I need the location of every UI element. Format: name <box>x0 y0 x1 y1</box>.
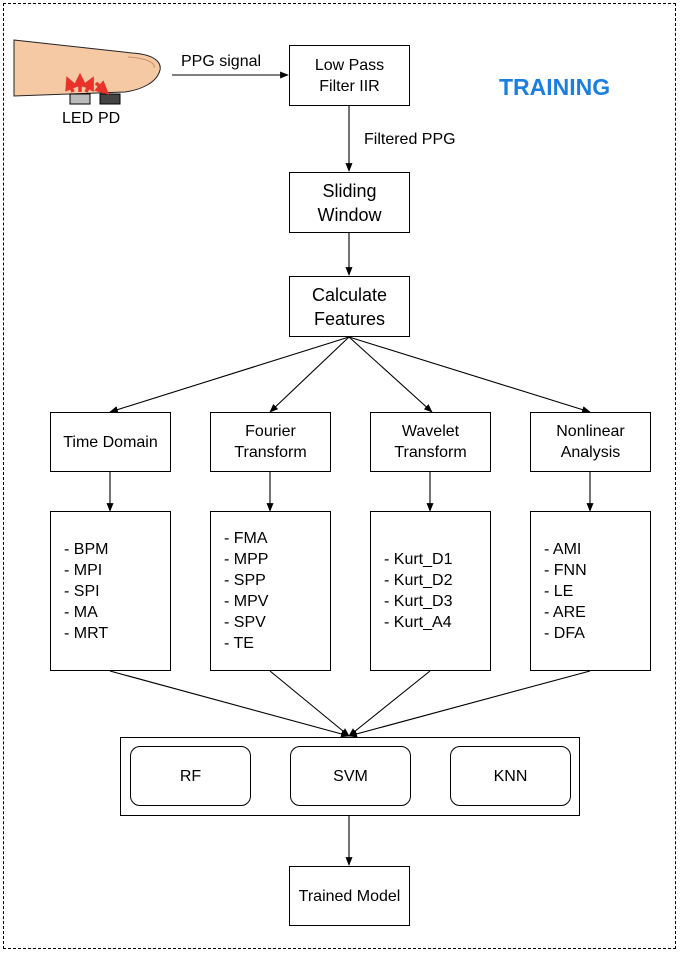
feature-item: - DFA <box>544 624 585 642</box>
fourier-transform-node: Fourier Transform <box>210 412 331 472</box>
knn-model-node: KNN <box>450 746 571 806</box>
feature-item: - MRT <box>64 624 109 642</box>
feature-item: - TE <box>224 635 254 652</box>
feature-item: - MA <box>64 603 98 621</box>
feature-item: - SPI <box>64 582 100 600</box>
arrow-calc-to-fourier <box>269 336 350 413</box>
time-domain-features: - BPM - MPI - SPI - MA - MRT <box>50 511 171 671</box>
feature-item: - SPP <box>224 572 266 589</box>
arrow-wavelet-list-to-models <box>348 670 431 737</box>
feature-item: - ARE <box>544 603 586 621</box>
arrow-fourier-list-to-models <box>269 670 350 737</box>
feature-item: - Kurt_A4 <box>384 614 452 631</box>
ppg-signal-label: PPG signal <box>181 53 262 70</box>
feature-item: - FNN <box>544 561 587 579</box>
feature-item: - Kurt_D1 <box>384 551 453 568</box>
feature-item: - Kurt_D3 <box>384 593 453 610</box>
wavelet-transform-node: Wavelet Transform <box>370 412 491 472</box>
arrow-calc-to-nonlinear <box>348 336 591 414</box>
feature-item: - BPM <box>64 540 109 558</box>
feature-item: - Kurt_D2 <box>384 572 453 589</box>
arrow-calc-to-time <box>109 336 350 413</box>
fourier-features: - FMA - MPP - SPP - MPV - SPV - TE <box>210 511 331 671</box>
feature-item: - AMI <box>544 540 582 558</box>
feature-item: - MPI <box>64 561 103 579</box>
filtered-ppg-label: Filtered PPG <box>364 131 456 148</box>
feature-item: - SPV <box>224 614 266 631</box>
led-icon <box>69 93 91 105</box>
nonlinear-analysis-node: Nonlinear Analysis <box>530 412 651 472</box>
feature-item: - FMA <box>224 530 268 547</box>
arrow-calc-to-wavelet <box>348 336 433 413</box>
wavelet-features: - Kurt_D1 - Kurt_D2 - Kurt_D3 - Kurt_A4 <box>370 511 491 671</box>
feature-item: - MPP <box>224 551 269 568</box>
low-pass-filter-node: Low Pass Filter IIR <box>289 45 410 106</box>
feature-item: - MPV <box>224 593 269 610</box>
led-label: LED <box>62 110 94 127</box>
trained-model-node: Trained Model <box>289 866 410 926</box>
time-domain-node: Time Domain <box>50 412 171 472</box>
diagram-title: TRAINING <box>499 74 611 100</box>
svm-model-node: SVM <box>290 746 411 806</box>
calculate-features-node: Calculate Features <box>289 276 410 337</box>
pd-label: PD <box>98 110 121 127</box>
arrow-nonlinear-list-to-models <box>348 670 591 738</box>
sliding-window-node: Sliding Window <box>289 172 410 233</box>
feature-item: - LE <box>544 582 574 600</box>
arrow-time-list-to-models <box>109 670 350 738</box>
dashed-frame <box>3 3 676 949</box>
rf-model-node: RF <box>130 746 251 806</box>
nonlinear-features: - AMI - FNN - LE - ARE - DFA <box>530 511 651 671</box>
finger-sensor-icon <box>13 39 161 105</box>
pd-icon <box>99 93 121 105</box>
